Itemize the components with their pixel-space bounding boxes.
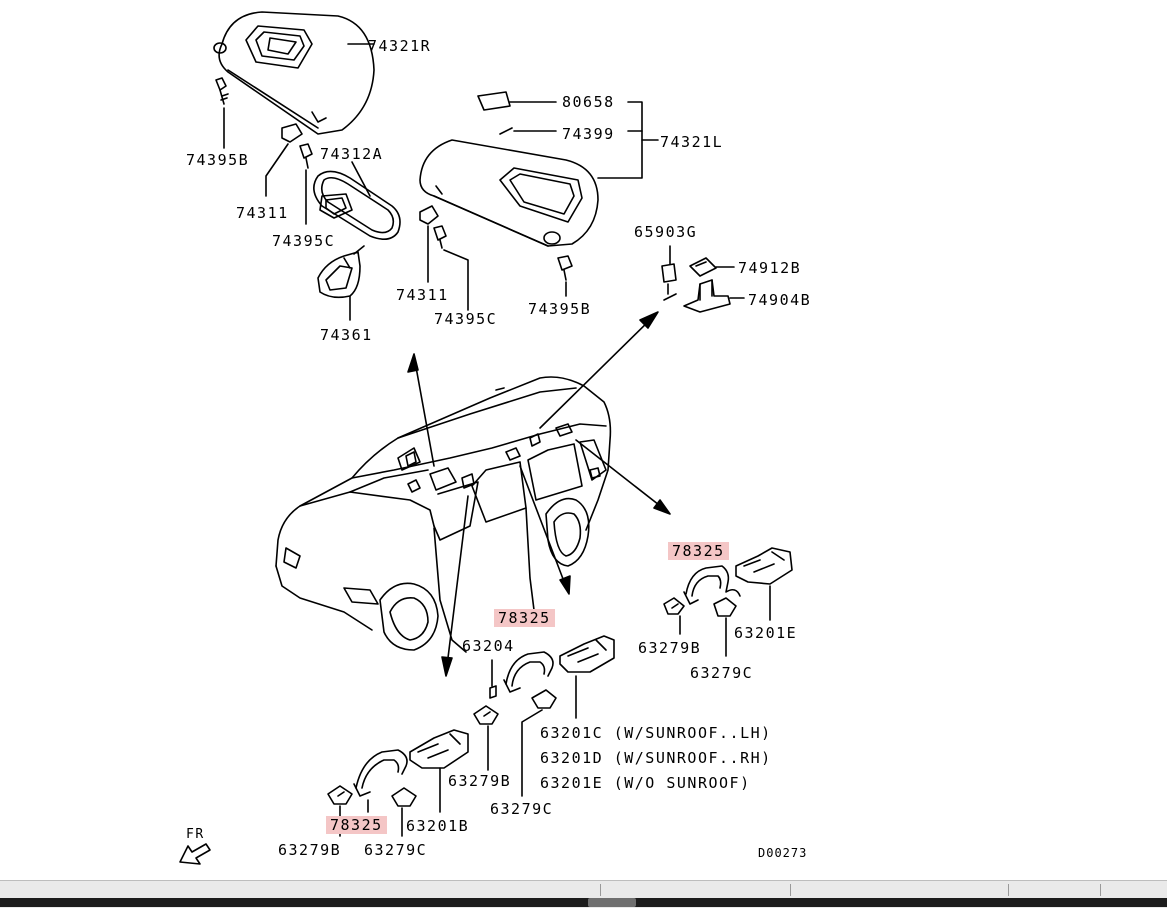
small-pin <box>664 294 676 300</box>
clip-63204 <box>490 686 496 698</box>
bolt-63279C-right <box>714 598 736 616</box>
sun-visor-left <box>420 140 598 246</box>
part-label-63279B-right: 63279B <box>638 639 702 657</box>
screw-74395B-left <box>216 78 228 104</box>
pin-74399 <box>500 128 512 134</box>
screw-65903G <box>662 264 676 294</box>
part-label-74312A: 74312A <box>320 145 384 163</box>
bracket-74904B <box>684 280 730 312</box>
pad-80658 <box>478 92 510 110</box>
part-label-74395B-mid: 74395B <box>528 300 592 318</box>
assist-grip-left <box>354 730 468 796</box>
vehicle-outline <box>276 377 610 652</box>
mirror-bracket-74361 <box>318 246 364 297</box>
part-label-78325-mid: 78325 <box>494 609 555 627</box>
horizontal-scrollbar[interactable] <box>0 898 1167 907</box>
bolt-63279C-left <box>392 788 416 806</box>
part-label-74399: 74399 <box>562 125 615 143</box>
bolt-63279C-mid <box>532 690 556 708</box>
scrollbar-thumb[interactable] <box>588 898 636 907</box>
part-label-63201B: 63201B <box>406 817 470 835</box>
front-arrow-icon <box>180 844 210 864</box>
part-label-65903G: 65903G <box>634 223 698 241</box>
sun-visor-right <box>214 12 374 134</box>
part-label-63201E-right: 63201E <box>734 624 798 642</box>
arrow-to-mid-grip <box>520 466 570 594</box>
leader-74395C-mid <box>444 250 468 310</box>
part-label-74311-left: 74311 <box>236 204 289 222</box>
arrow-to-right-grip <box>576 440 670 514</box>
rear-view-mirror <box>314 171 400 239</box>
part-label-74904B: 74904B <box>748 291 812 309</box>
status-bar-divider <box>790 884 791 896</box>
assist-grip-right <box>684 548 792 604</box>
screw-74395B-mid <box>558 256 572 280</box>
leader-74311-left <box>266 144 288 196</box>
bolt-63279B-right <box>664 598 684 614</box>
part-label-63279B-left: 63279B <box>278 841 342 859</box>
clip-74311-left <box>282 124 302 142</box>
part-label-63279C-right: 63279C <box>690 664 754 682</box>
screw-74395C-mid <box>434 226 446 248</box>
arrow-to-visor-area <box>408 354 434 466</box>
status-bar-divider <box>1100 884 1101 896</box>
part-note-63201E: 63201E (W/O SUNROOF) <box>540 774 751 792</box>
part-note-63201C: 63201C (W/SUNROOF..LH) <box>540 724 772 742</box>
leader-63279C-mid <box>522 710 542 796</box>
part-label-78325-left: 78325 <box>326 816 387 834</box>
part-label-63279C-left: 63279C <box>364 841 428 859</box>
screw-74395C-left <box>300 144 312 168</box>
part-label-74361: 74361 <box>320 326 373 344</box>
status-bar-divider <box>600 884 601 896</box>
part-label-63204: 63204 <box>462 637 515 655</box>
part-label-74395B-left: 74395B <box>186 151 250 169</box>
arrow-to-left-grip <box>442 496 468 676</box>
arrow-to-clip-area <box>540 312 658 428</box>
part-label-74321L: 74321L <box>660 133 724 151</box>
clip-74311-mid <box>420 206 438 224</box>
part-label-74395C-left: 74395C <box>272 232 336 250</box>
assist-grip-mid <box>504 636 614 692</box>
part-label-74912B: 74912B <box>738 259 802 277</box>
part-label-63279B-mid: 63279B <box>448 772 512 790</box>
bolt-63279B-mid <box>474 706 498 724</box>
front-direction-label: FR <box>186 827 205 842</box>
part-label-80658: 80658 <box>562 93 615 111</box>
part-label-74311-mid: 74311 <box>396 286 449 304</box>
clip-74912B <box>690 258 716 276</box>
part-label-74321R: 74321R <box>368 37 432 55</box>
part-note-63201D: 63201D (W/SUNROOF..RH) <box>540 749 772 767</box>
part-label-78325-right: 78325 <box>668 542 729 560</box>
drawing-code: D00273 <box>758 846 808 860</box>
leader-74312A <box>352 162 370 196</box>
parts-diagram <box>0 0 1167 880</box>
bolt-63279B-left <box>328 786 352 804</box>
part-label-63279C-mid: 63279C <box>490 800 554 818</box>
status-bar-divider <box>1008 884 1009 896</box>
part-label-74395C-mid: 74395C <box>434 310 498 328</box>
